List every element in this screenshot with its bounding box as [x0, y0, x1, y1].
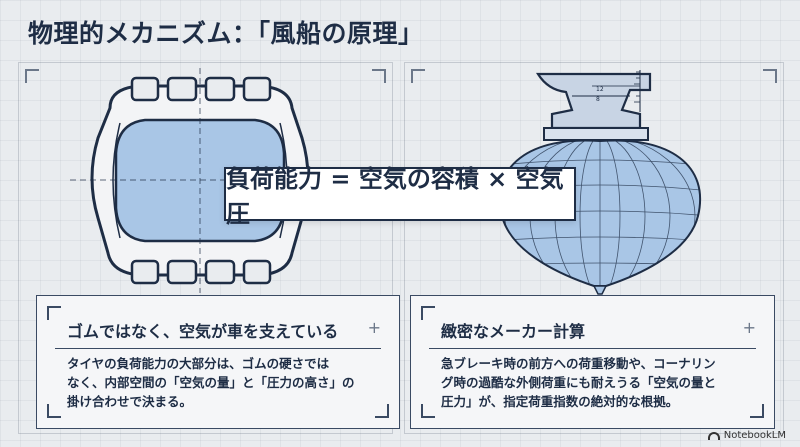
card-title: 緻密なメーカー計算 [441, 322, 586, 341]
card-line: なく、内部空間の「空気の量」と「圧力の高さ」の [67, 375, 355, 390]
card-rubber-vs-air: ゴムではなく、空気が車を支えている + タイヤの負荷能力の大部分は、ゴムの硬さで… [36, 295, 400, 429]
card-line: タイヤの負荷能力の大部分は、ゴムの硬さでは [67, 356, 330, 371]
card-line: 急ブレーキ時の前方への荷重移動や、コーナリン [441, 356, 716, 371]
card-body: 急ブレーキ時の前方への荷重移動や、コーナリン グ時の過酷な外側荷重にも耐えうる「… [441, 354, 754, 411]
page-title: 物理的メカニズム：「風船の原理」 [28, 19, 424, 48]
card-manufacturer-calculation: 緻密なメーカー計算 + 急ブレーキ時の前方への荷重移動や、コーナリン グ時の過酷… [410, 295, 775, 429]
balloon-panel [404, 62, 784, 434]
divider [55, 348, 381, 349]
corner-mark [47, 306, 61, 320]
corner-mark [750, 404, 764, 418]
corner-mark [25, 69, 39, 83]
load-capacity-formula: 負荷能力 = 空気の容積 × 空気圧 [224, 165, 576, 228]
corner-mark [47, 404, 61, 418]
plus-icon: + [367, 318, 381, 337]
divider [429, 348, 756, 349]
tire-panel [18, 62, 393, 434]
card-line: 掛け合わせで決まる。 [67, 394, 193, 409]
corner-mark [763, 69, 777, 83]
card-line: 圧力」が、指定荷重指数の絶対的な根拠。 [441, 394, 679, 409]
card-line: グ時の過酷な外側荷重にも耐えうる「空気の量と [441, 375, 717, 390]
ruler-mark: 12 [596, 86, 604, 93]
tire-illustration [70, 68, 330, 293]
notebooklm-icon [707, 431, 720, 440]
corner-mark [411, 69, 425, 83]
corner-mark [375, 404, 389, 418]
ruler-mark: 8 [596, 96, 600, 103]
corner-mark [421, 404, 435, 418]
corner-mark [421, 306, 435, 320]
card-title: ゴムではなく、空気が車を支えている [67, 322, 339, 341]
notebooklm-logo: NotebookLM [707, 430, 786, 441]
card-body: タイヤの負荷能力の大部分は、ゴムの硬さでは なく、内部空間の「空気の量」と「圧力… [67, 354, 379, 411]
logo-text: NotebookLM [723, 430, 786, 441]
plus-icon: + [742, 318, 756, 337]
corner-mark [372, 69, 386, 83]
